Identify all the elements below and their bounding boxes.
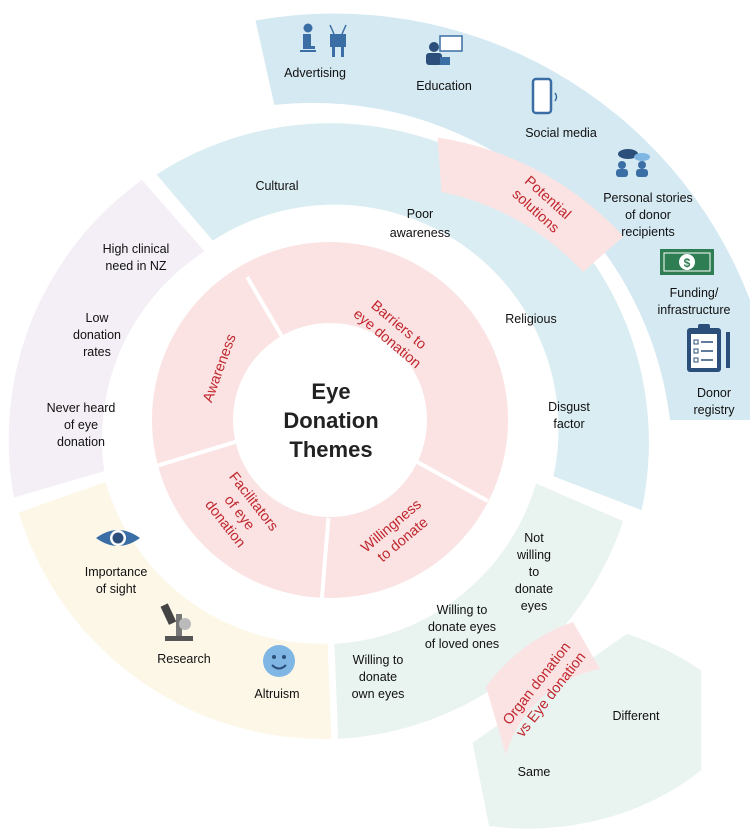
willing-not: willing bbox=[516, 548, 551, 562]
title-line: Themes bbox=[289, 437, 372, 462]
conversation-icon bbox=[616, 149, 650, 177]
solution-advertising: Advertising bbox=[284, 66, 346, 80]
barrier-disgust: factor bbox=[553, 417, 584, 431]
ring-divider bbox=[245, 276, 284, 338]
ring-divider bbox=[319, 518, 331, 598]
solution-social-media: Social media bbox=[525, 126, 597, 140]
solution-personal-stories: of donor bbox=[625, 208, 671, 222]
barrier-disgust: Disgust bbox=[548, 400, 590, 414]
willing-not: Not bbox=[524, 531, 544, 545]
outer-bands bbox=[8, 13, 750, 829]
potential-solutions-arc bbox=[437, 137, 624, 272]
barrier-cultural: Cultural bbox=[255, 179, 298, 193]
willingness-band bbox=[334, 483, 624, 739]
dollar-sign-glyph: $ bbox=[684, 256, 691, 270]
ring-divider bbox=[152, 437, 244, 469]
organ-vs-eye-arc bbox=[486, 622, 600, 755]
ring-divider bbox=[408, 455, 489, 503]
willing-not: to bbox=[529, 565, 539, 579]
awareness-low-rates: rates bbox=[83, 345, 111, 359]
facilitators-band bbox=[18, 481, 332, 740]
willing-not: eyes bbox=[521, 599, 547, 613]
center-hub bbox=[233, 323, 427, 517]
solution-funding: infrastructure bbox=[658, 303, 731, 317]
barrier-religious: Religious bbox=[505, 312, 556, 326]
barrier-poor-awareness: awareness bbox=[390, 226, 450, 240]
solution-donor-registry: Donor bbox=[697, 386, 731, 400]
solution-donor-registry: registry bbox=[694, 403, 736, 417]
willing-not: donate bbox=[515, 582, 553, 596]
facilitator-research: Research bbox=[157, 652, 211, 666]
title-line: Donation bbox=[283, 408, 378, 433]
smartphone-icon bbox=[531, 77, 558, 115]
willing-own-eyes: own eyes bbox=[352, 687, 405, 701]
facilitator-sight: Importance bbox=[85, 565, 148, 579]
barrier-poor-awareness: Poor bbox=[407, 207, 433, 221]
solution-personal-stories: recipients bbox=[621, 225, 675, 239]
facilitator-sight: of sight bbox=[96, 582, 137, 596]
education-icon bbox=[426, 35, 463, 65]
money-icon: $ bbox=[660, 249, 714, 275]
organ-different: Different bbox=[612, 709, 660, 723]
awareness-low-rates: Low bbox=[86, 311, 110, 325]
solution-funding: Funding/ bbox=[670, 286, 719, 300]
organ-same: Same bbox=[518, 765, 551, 779]
organ-band bbox=[472, 633, 702, 829]
awareness-high-need: need in NZ bbox=[105, 259, 167, 273]
inner-ring bbox=[152, 242, 508, 598]
awareness-band bbox=[8, 180, 205, 498]
awareness-high-need: High clinical bbox=[103, 242, 170, 256]
awareness-low-rates: donation bbox=[73, 328, 121, 342]
eye-icon bbox=[96, 530, 140, 546]
solution-personal-stories: Personal stories bbox=[603, 191, 693, 205]
smiley-icon bbox=[263, 645, 295, 677]
solution-education: Education bbox=[416, 79, 472, 93]
solutions-band bbox=[255, 13, 750, 420]
willing-own-eyes: donate bbox=[359, 670, 397, 684]
awareness-never-heard: Never heard bbox=[47, 401, 116, 415]
clipboard-icon bbox=[687, 324, 730, 372]
willing-loved-ones: of loved ones bbox=[425, 637, 499, 651]
title-line: Eye bbox=[311, 379, 350, 404]
willing-own-eyes: Willing to bbox=[353, 653, 404, 667]
microscope-icon bbox=[160, 603, 193, 641]
advertising-icon bbox=[300, 23, 347, 57]
willing-loved-ones: donate eyes bbox=[428, 620, 496, 634]
awareness-never-heard: donation bbox=[57, 435, 105, 449]
awareness-never-heard: of eye bbox=[64, 418, 98, 432]
willing-loved-ones: Willing to bbox=[437, 603, 488, 617]
center-title: Eye Donation Themes bbox=[283, 379, 378, 462]
facilitator-altruism: Altruism bbox=[254, 687, 299, 701]
